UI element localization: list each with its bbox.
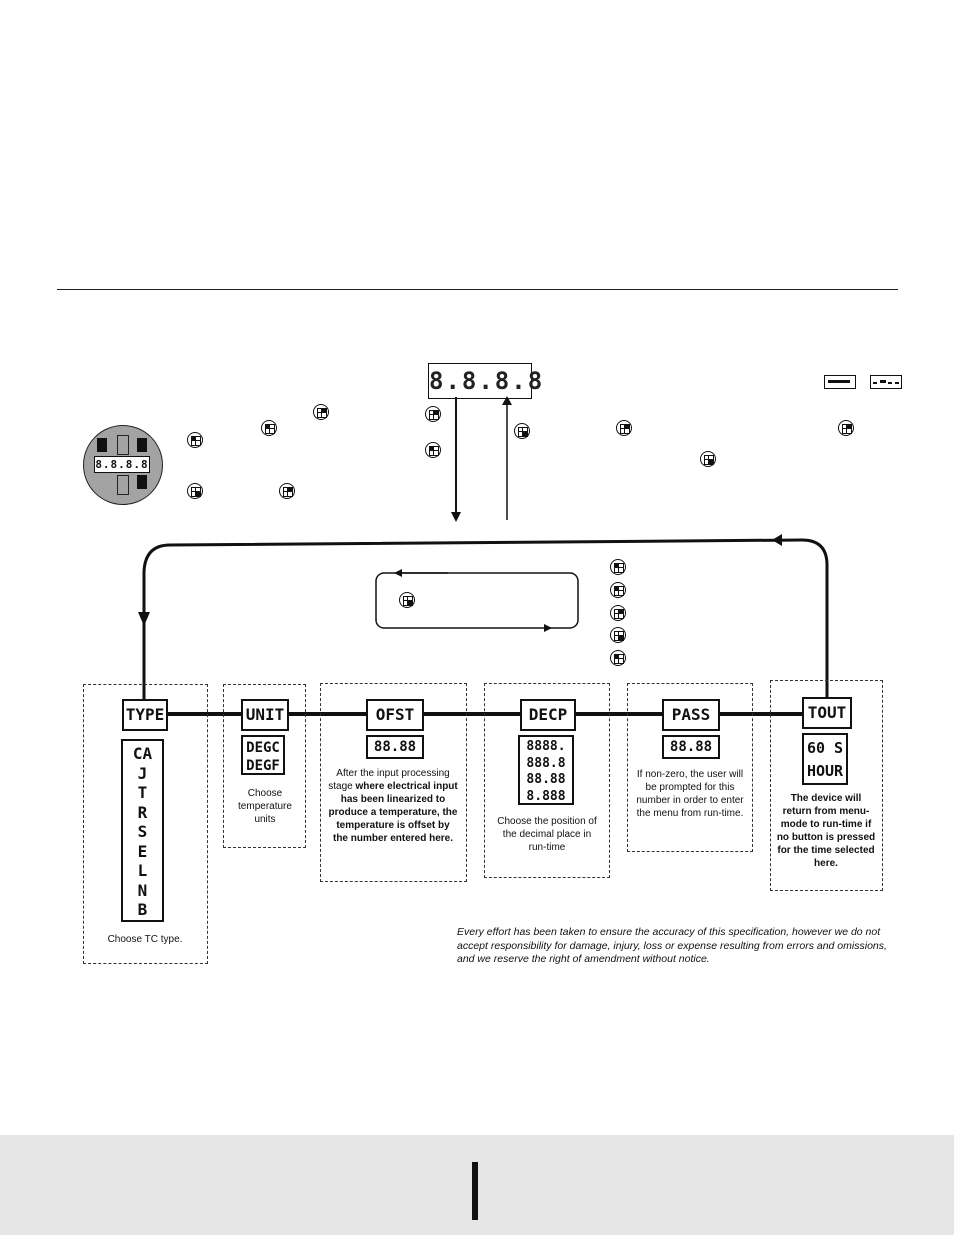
footer-divider <box>472 1162 478 1220</box>
type-value: B <box>137 900 148 919</box>
unit-value: DEGF <box>246 758 280 774</box>
keypad-button-icon <box>610 650 626 666</box>
ofst-group <box>320 683 467 882</box>
keypad-button-icon <box>425 406 441 422</box>
disclaimer: Every effort has been taken to ensure th… <box>457 926 887 965</box>
indicator-off-icon <box>824 375 856 389</box>
keypad-button-icon <box>610 582 626 598</box>
decp-value: 88.88 <box>526 772 566 787</box>
keypad-button-icon <box>610 605 626 621</box>
ofst-description-plain: After the input processing stage <box>328 768 450 792</box>
unit-group <box>223 684 306 848</box>
tout-value: HOUR <box>806 762 844 780</box>
type-value: J <box>137 763 148 783</box>
type-value: N <box>137 880 148 900</box>
tout-value: 60 S <box>806 739 844 757</box>
pass-description: If non-zero, the user will be prompted f… <box>636 769 744 819</box>
tout-label: TOUT <box>802 697 852 729</box>
ofst-description: After the input processing stage where e… <box>328 767 458 845</box>
unit-value: DEGC <box>246 740 280 756</box>
panel-meter-display: 8.8.8.8 <box>94 456 150 473</box>
type-values: CA J T R S E L N B <box>121 739 164 922</box>
decp-value: 8.888 <box>526 788 566 804</box>
type-description: Choose TC type. <box>107 934 183 945</box>
ofst-label: OFST <box>366 699 424 731</box>
type-value: T <box>137 783 148 802</box>
tout-values: 60 S HOUR <box>802 733 848 785</box>
unit-values: DEGC DEGF <box>241 735 285 775</box>
keypad-button-icon <box>425 442 441 458</box>
type-value: E <box>137 841 148 861</box>
type-group <box>83 684 208 964</box>
type-label: TYPE <box>122 699 168 731</box>
ofst-value: 88.88 <box>366 735 424 759</box>
decp-value: 888.8 <box>526 755 566 771</box>
decp-values: 8888. 888.8 88.88 8.888 <box>518 735 574 805</box>
type-value: S <box>137 822 148 841</box>
ofst-description-bold: where electrical input has been lineariz… <box>328 781 458 844</box>
pass-label: PASS <box>662 699 720 731</box>
keypad-button-icon <box>514 423 530 439</box>
panel-meter-icon: 8.8.8.8 <box>83 425 163 505</box>
keypad-button-icon <box>610 627 626 643</box>
type-value: R <box>137 802 148 822</box>
unit-description: Choose temperature units <box>238 788 292 825</box>
main-display: 8.8.8.8 <box>428 363 542 399</box>
pass-group <box>627 683 753 852</box>
keypad-button-icon <box>187 432 203 448</box>
decp-group <box>484 683 610 878</box>
keypad-button-icon <box>313 404 329 420</box>
header-rule <box>57 289 898 290</box>
tout-description: The device will return from menu-mode to… <box>776 793 876 869</box>
keypad-button-icon <box>399 592 415 608</box>
pass-value: 88.88 <box>662 735 720 759</box>
keypad-button-icon <box>187 483 203 499</box>
keypad-button-icon <box>616 420 632 436</box>
type-value: CA <box>132 744 153 763</box>
keypad-button-icon <box>610 559 626 575</box>
decp-value: 8888. <box>526 739 566 754</box>
keypad-button-icon <box>261 420 277 436</box>
keypad-button-icon <box>838 420 854 436</box>
decp-label: DECP <box>520 699 576 731</box>
unit-label: UNIT <box>241 699 289 731</box>
indicator-dash-icon <box>870 375 902 389</box>
keypad-button-icon <box>279 483 295 499</box>
type-value: L <box>137 861 148 880</box>
keypad-button-icon <box>700 451 716 467</box>
decp-description: Choose the position of the decimal place… <box>497 816 597 853</box>
tout-group <box>770 680 883 891</box>
